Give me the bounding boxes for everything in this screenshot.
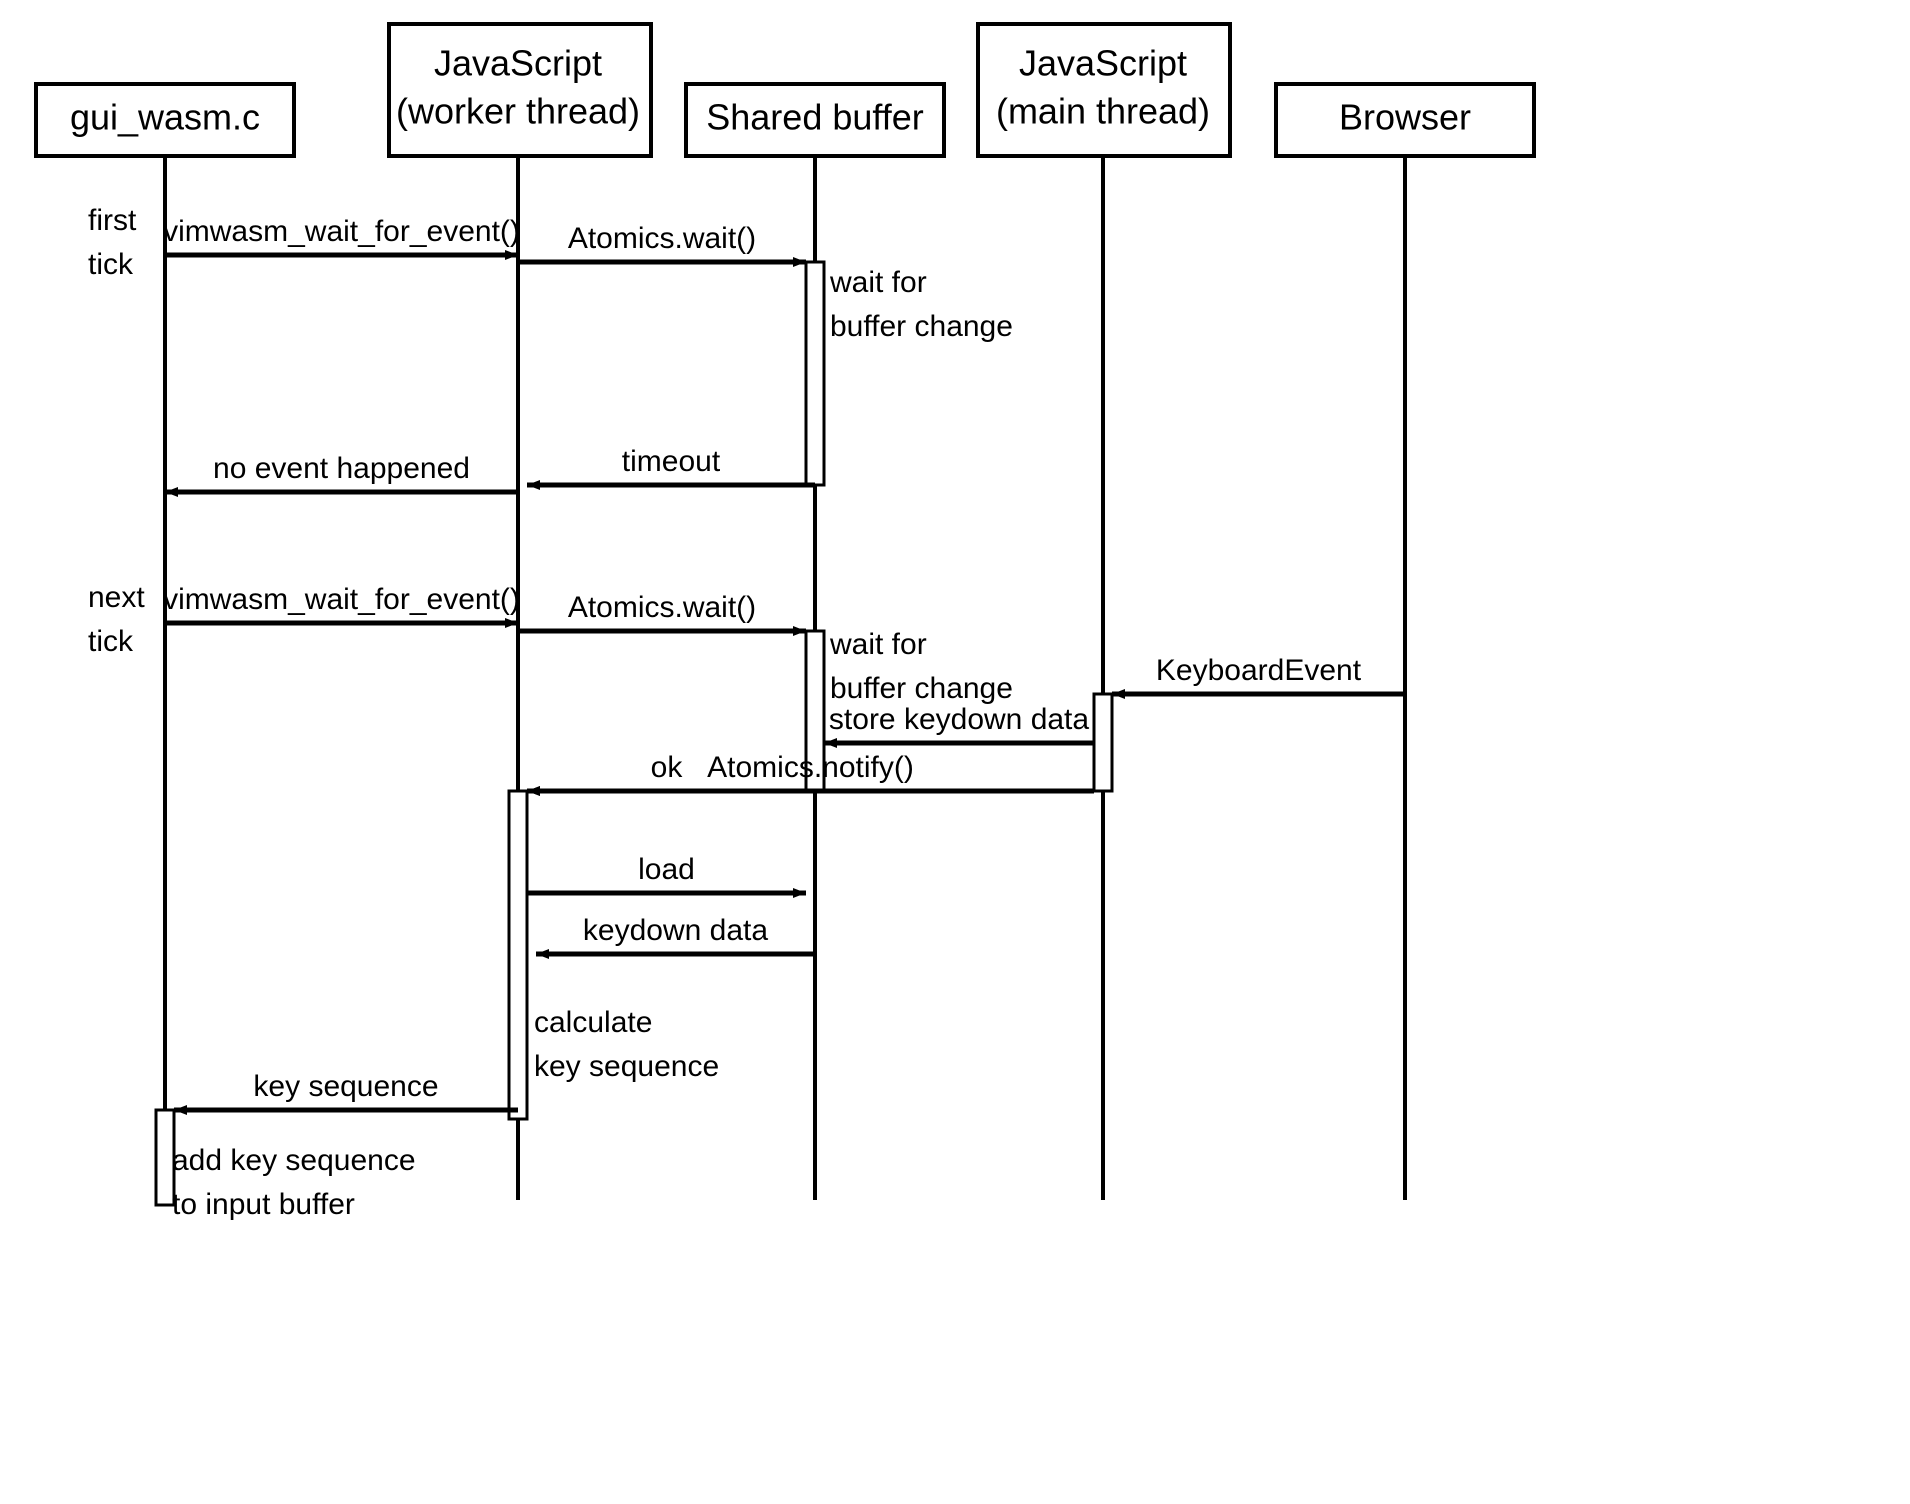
participant-browser[interactable]: Browser xyxy=(1274,82,1536,158)
participant-label-gui_wasm: gui_wasm.c xyxy=(70,97,260,138)
message-m1[interactable]: vimwasm_wait_for_event() xyxy=(163,215,520,260)
message-label-m3: no event happened xyxy=(213,452,470,485)
participant-gui_wasm[interactable]: gui_wasm.c xyxy=(34,82,296,158)
message-m3[interactable]: no event happened xyxy=(165,452,518,497)
message-m4[interactable]: timeout xyxy=(527,445,815,490)
participant-label-js_worker: JavaScript xyxy=(434,43,602,84)
side-label-first-tick: first tick xyxy=(88,204,137,281)
participant-label-js_main: (main thread) xyxy=(996,91,1210,132)
message-label-m8: store keydown data xyxy=(829,703,1089,736)
note-note-wait-1: wait for buffer change xyxy=(829,266,1013,343)
note-line: to input buffer xyxy=(172,1188,355,1221)
message-m2[interactable]: Atomics.wait() xyxy=(518,222,806,267)
note-line: key sequence xyxy=(534,1050,719,1083)
message-m6[interactable]: Atomics.wait() xyxy=(518,591,806,636)
participant-shared_buffer[interactable]: Shared buffer xyxy=(684,82,946,158)
message-m12[interactable]: keydown data xyxy=(536,914,815,959)
activations-group xyxy=(154,260,1114,1207)
note-line: calculate xyxy=(534,1006,652,1039)
side-label-line: tick xyxy=(88,625,134,658)
participant-label-shared_buffer: Shared buffer xyxy=(706,97,924,138)
participant-js_main[interactable]: JavaScript (main thread) xyxy=(976,22,1232,158)
participant-js_worker[interactable]: JavaScript (worker thread) xyxy=(387,22,653,158)
activation-bar-js_main xyxy=(1092,692,1114,793)
participant-label-browser: Browser xyxy=(1339,97,1471,138)
message-m10[interactable]: ok xyxy=(527,751,806,796)
note-line: wait for xyxy=(829,628,927,661)
note-line: wait for xyxy=(829,266,927,299)
note-note-calculate: calculate key sequence xyxy=(534,1006,719,1083)
message-m11[interactable]: load xyxy=(527,853,806,898)
participant-label-js_main: JavaScript xyxy=(1019,43,1187,84)
message-m13[interactable]: key sequence xyxy=(174,1070,518,1115)
note-line: buffer change xyxy=(830,310,1013,343)
notes-group: wait for buffer change wait for buffer chan… xyxy=(172,266,1013,1221)
message-label-m12: keydown data xyxy=(583,914,768,947)
note-line: buffer change xyxy=(830,672,1013,705)
message-label-m4: timeout xyxy=(622,445,721,478)
activation-bar-gui_wasm xyxy=(154,1108,176,1207)
message-label-m13: key sequence xyxy=(253,1070,438,1103)
activation-bar-shared_buffer xyxy=(804,260,826,487)
side-label-line: next xyxy=(88,581,145,614)
message-label-m11: load xyxy=(638,853,695,886)
message-label-m5: vimwasm_wait_for_event() xyxy=(163,583,520,616)
participant-box-gui_wasm xyxy=(34,82,296,158)
message-label-m9: Atomics.notify() xyxy=(707,751,914,784)
side-label-line: first xyxy=(88,204,137,237)
message-label-m2: Atomics.wait() xyxy=(568,222,756,255)
side-label-next-tick: next tick xyxy=(88,581,145,658)
message-m5[interactable]: vimwasm_wait_for_event() xyxy=(163,583,520,628)
message-label-m10: ok xyxy=(651,751,684,784)
message-label-m1: vimwasm_wait_for_event() xyxy=(163,215,520,248)
messages-group: vimwasm_wait_for_event() Atomics.wait() no… xyxy=(163,215,1405,1115)
note-note-wait-2: wait for buffer change xyxy=(829,628,1013,705)
participant-box-js_main xyxy=(976,22,1232,158)
note-note-add-key: add key sequence to input buffer xyxy=(172,1144,416,1221)
side-labels-group: first tick next tick xyxy=(88,204,145,658)
note-line: add key sequence xyxy=(172,1144,416,1177)
participant-box-browser xyxy=(1274,82,1536,158)
side-label-line: tick xyxy=(88,248,134,281)
message-label-m7: KeyboardEvent xyxy=(1156,654,1362,687)
participant-label-js_worker: (worker thread) xyxy=(396,91,640,132)
activation-bar-js_worker xyxy=(507,789,529,1121)
participant-box-js_worker xyxy=(387,22,653,158)
message-m8[interactable]: store keydown data xyxy=(824,703,1094,748)
message-label-m6: Atomics.wait() xyxy=(568,591,756,624)
message-m7[interactable]: KeyboardEvent xyxy=(1112,654,1405,699)
participant-box-shared_buffer xyxy=(684,82,946,158)
participants-group: gui_wasm.c JavaScript (worker thread) Share… xyxy=(34,22,1536,158)
